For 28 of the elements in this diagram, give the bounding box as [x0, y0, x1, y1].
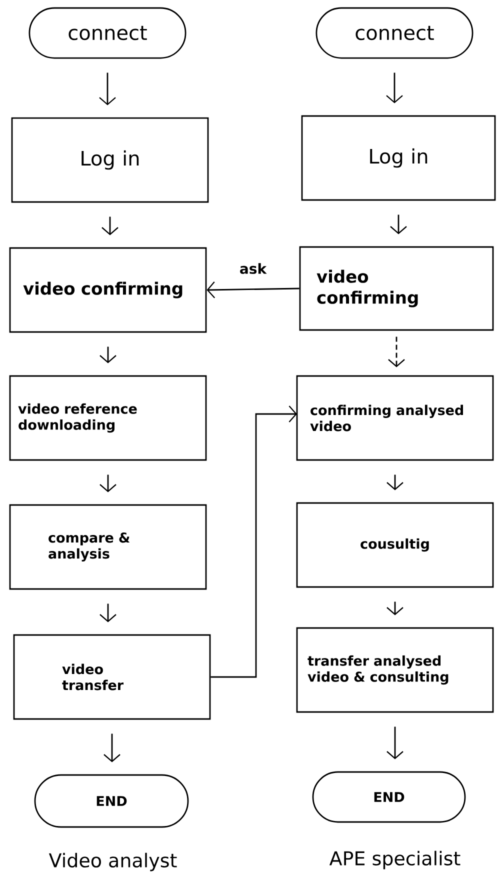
terminal-box: connect	[28, 7, 186, 59]
arrow	[386, 726, 404, 760]
process-box: confirming analysed video	[296, 375, 494, 461]
process-box: Log in	[11, 117, 209, 203]
lane-label: Video analyst	[48, 852, 177, 872]
process-box: cousultig	[296, 502, 494, 588]
process-box: video confirming	[9, 247, 207, 333]
arrow	[206, 282, 300, 298]
process-box: video transfer	[13, 634, 211, 720]
arrow	[390, 214, 407, 234]
process-box: Log in	[301, 115, 496, 201]
process-box: compare & analysis	[9, 504, 207, 590]
terminal-box: END	[34, 774, 189, 828]
lane-label: APE specialist	[329, 850, 460, 870]
arrow	[100, 604, 116, 622]
terminal-box: connect	[316, 7, 474, 59]
edge-label: ask	[240, 263, 267, 274]
process-box: video reference downloading	[9, 375, 207, 461]
process-box: transfer analysed video & consulting	[296, 627, 494, 713]
arrow	[210, 406, 297, 678]
terminal-box: END	[312, 771, 466, 823]
process-box: video confirming	[299, 246, 494, 331]
arrow	[104, 734, 120, 762]
arrow	[99, 72, 116, 106]
arrow	[102, 216, 118, 236]
arrow	[388, 336, 405, 368]
arrow	[100, 474, 116, 492]
arrow	[386, 72, 403, 104]
